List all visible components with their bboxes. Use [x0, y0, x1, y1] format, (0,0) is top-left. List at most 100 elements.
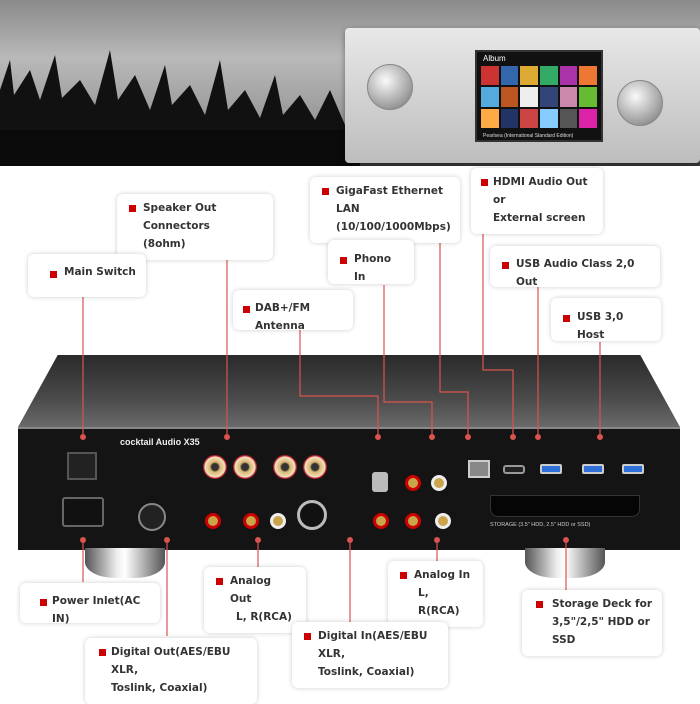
- bullet-icon: [481, 179, 488, 186]
- callout-usb-audio: USB Audio Class 2,0 Out: [490, 246, 660, 288]
- phono-r-jack: [431, 475, 447, 491]
- selector-knob: [617, 80, 663, 126]
- callout-main-switch: Main Switch: [28, 254, 146, 297]
- screen-caption: Pearlsea (International Standard Edition…: [483, 133, 574, 139]
- line-antenna: [299, 330, 379, 437]
- callout-phono: Phono In: [328, 240, 414, 284]
- power-switch: [67, 452, 97, 480]
- callout-text: Toslink, Coaxial): [318, 665, 415, 678]
- usb-host-port: [582, 464, 604, 474]
- bullet-icon: [400, 572, 407, 579]
- bullet-icon: [40, 599, 47, 606]
- anchor-dot: [80, 537, 86, 543]
- crowd-silhouette: [0, 50, 360, 166]
- bullet-icon: [216, 578, 223, 585]
- callout-text: Storage Deck for: [552, 598, 653, 610]
- analog-in-r: [405, 513, 421, 529]
- line-phono: [383, 285, 433, 437]
- anchor-dot: [465, 434, 471, 440]
- callout-text: Digital Out(AES/EBU XLR,: [111, 646, 231, 676]
- callout-hdmi: HDMI Audio Out or External screen: [471, 168, 603, 234]
- anchor-dot: [597, 434, 603, 440]
- analog-out-r: [243, 513, 259, 529]
- device-foot-left: [85, 548, 165, 578]
- callout-text: (10/100/1000Mbps): [336, 220, 451, 233]
- callout-text: Phono In: [354, 253, 392, 283]
- coax-in: [373, 513, 389, 529]
- anchor-dot: [434, 537, 440, 543]
- callout-text: L, R(RCA): [236, 610, 292, 623]
- line-ethernet: [439, 218, 469, 437]
- callout-digital-out: Digital Out(AES/EBU XLR, Toslink, Coaxial…: [85, 638, 257, 704]
- usb-host-port: [622, 464, 644, 474]
- bullet-icon: [99, 649, 106, 656]
- callout-text: Toslink, Coaxial): [111, 681, 208, 694]
- hdmi-port: [503, 465, 525, 474]
- screen-title: Album: [483, 54, 506, 63]
- callout-text: USB Audio Class 2,0 Out: [516, 258, 635, 288]
- callout-storage: Storage Deck for 3,5"/2,5" HDD or SSD: [522, 590, 662, 656]
- callout-text: GigaFast Ethernet LAN: [336, 185, 443, 215]
- anchor-dot: [510, 434, 516, 440]
- callout-text: (8ohm): [143, 237, 186, 250]
- bullet-icon: [50, 271, 57, 278]
- callout-text: L, R(RCA): [418, 586, 460, 617]
- callout-text: External screen: [493, 211, 586, 224]
- anchor-dot: [255, 537, 261, 543]
- callout-text: DAB+/FM Antenna: [255, 302, 311, 332]
- device-lid: [18, 355, 680, 427]
- anchor-dot: [535, 434, 541, 440]
- line-hdmi: [482, 210, 514, 437]
- brand-logo: cocktail Audio X35: [120, 437, 200, 447]
- bullet-icon: [322, 188, 329, 195]
- bullet-icon: [243, 306, 250, 313]
- anchor-dot: [375, 434, 381, 440]
- speaker-terminal: [233, 455, 257, 479]
- callout-power-inlet: Power Inlet(AC IN): [20, 583, 160, 625]
- callout-text: Power Inlet(AC IN): [52, 595, 141, 625]
- callout-ethernet: GigaFast Ethernet LAN (10/100/1000Mbps): [310, 177, 460, 243]
- analog-out-l: [270, 513, 286, 529]
- anchor-dot: [80, 434, 86, 440]
- xlr-in: [297, 500, 327, 530]
- callout-text: Speaker Out Connectors: [143, 202, 217, 232]
- callout-digital-in: Digital In(AES/EBU XLR,Toslink, Coaxial): [292, 622, 448, 688]
- device-foot-right: [525, 548, 605, 578]
- anchor-dot: [347, 537, 353, 543]
- anchor-dot: [224, 434, 230, 440]
- bullet-icon: [304, 633, 311, 640]
- storage-bay: [490, 495, 640, 517]
- ethernet-port: [468, 460, 490, 478]
- callout-text: USB 3,0 Host: [577, 311, 624, 341]
- ac-inlet: [62, 497, 104, 527]
- antenna-connector: [372, 472, 388, 492]
- bullet-icon: [536, 601, 543, 608]
- speaker-terminal: [273, 455, 297, 479]
- speaker-terminal: [203, 455, 227, 479]
- callout-usb-host: USB 3,0 Host: [551, 298, 661, 341]
- anchor-dot: [429, 434, 435, 440]
- anchor-dot: [563, 537, 569, 543]
- xlr-out: [138, 503, 166, 531]
- bullet-icon: [563, 315, 570, 322]
- storage-label: STORAGE (3.5" HDD, 2.5" HDD or SSD): [490, 522, 591, 528]
- bullet-icon: [129, 205, 136, 212]
- callout-speaker-out: Speaker Out Connectors (8ohm): [117, 194, 273, 260]
- callout-text: Analog Out: [230, 575, 272, 605]
- hero-photo: Album Pearlsea (International Standard E…: [0, 0, 700, 166]
- bullet-icon: [502, 262, 509, 269]
- callout-text: 3,5"/2,5" HDD or SSD: [552, 615, 650, 646]
- phono-l-jack: [405, 475, 421, 491]
- callout-analog-out: Analog Out L, R(RCA): [204, 567, 306, 633]
- front-display: Album Pearlsea (International Standard E…: [475, 50, 603, 142]
- callout-text: HDMI Audio Out or: [493, 176, 588, 206]
- rear-panel: [18, 427, 680, 550]
- usb-audio-port: [540, 464, 562, 474]
- callout-antenna: DAB+/FM Antenna: [233, 290, 353, 332]
- coax-out: [205, 513, 221, 529]
- anchor-dot: [164, 537, 170, 543]
- callout-text: Analog In: [414, 569, 471, 581]
- speaker-terminal: [303, 455, 327, 479]
- callout-text: Main Switch: [64, 266, 136, 278]
